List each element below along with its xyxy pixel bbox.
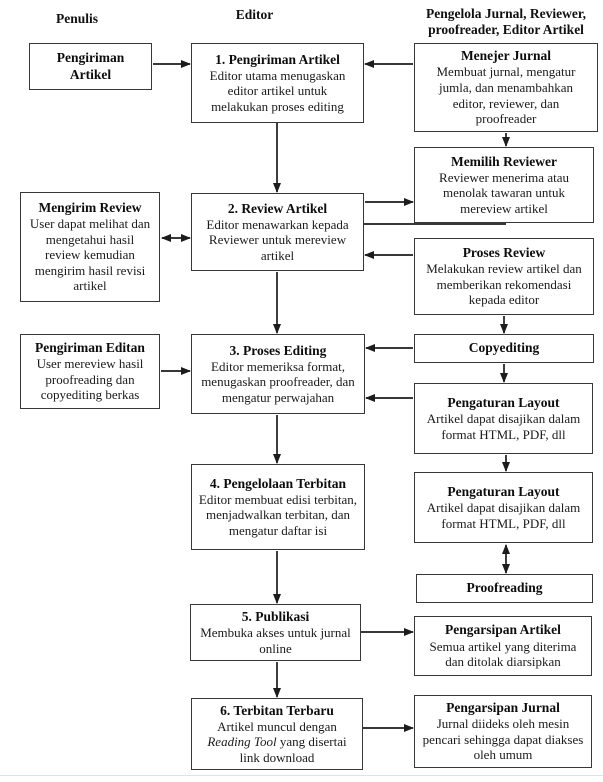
box-body: Editor memeriksa format, menugaskan proo… bbox=[201, 358, 355, 405]
box-mengirim-review: Mengirim Review User dapat melihat dan m… bbox=[20, 192, 160, 302]
box-title: Memilih Reviewer bbox=[450, 153, 558, 169]
box-title: 3. Proses Editing bbox=[229, 342, 327, 358]
box-body: Artikel muncul dengan Reading Tool yang … bbox=[207, 718, 347, 765]
box-title: Pengaturan Layout bbox=[447, 483, 560, 499]
box-body: Reviewer menerima atau menolak tawaran u… bbox=[439, 169, 569, 216]
column-header-pengelola: Pengelola Jurnal, Reviewer, proofreader,… bbox=[426, 6, 586, 38]
box-body: Editor menawarkan kepada Reviewer untuk … bbox=[206, 216, 349, 263]
box-body: Editor membuat edisi terbitan, menjadwal… bbox=[198, 491, 358, 538]
box-title: Menejer Jurnal bbox=[460, 48, 552, 64]
box-title: 1. Pengiriman Artikel bbox=[215, 51, 340, 67]
box-step3-proses-editing: 3. Proses Editing Editor memeriksa forma… bbox=[191, 334, 365, 414]
box-pengaturan-layout-2: Pengaturan Layout Artikel dapat disajika… bbox=[414, 472, 593, 543]
reading-tool-italic: Reading Tool bbox=[207, 734, 277, 750]
box-step2-review-artikel: 2. Review Artikel Editor menawarkan kepa… bbox=[191, 193, 364, 271]
box-proofreading: Proofreading bbox=[416, 574, 593, 603]
box-title: 2. Review Artikel bbox=[227, 200, 328, 216]
box-pengarsipan-artikel: Pengarsipan Artikel Semua artikel yang d… bbox=[414, 616, 592, 676]
box-body: Membuat jurnal, mengatur jumla, dan mena… bbox=[436, 64, 576, 127]
column-header-penulis: Penulis bbox=[55, 11, 98, 26]
box-title: Pengarsipan Jurnal bbox=[446, 700, 560, 716]
page-edge-line bbox=[0, 775, 603, 776]
box-title: Pengiriman Editan bbox=[35, 340, 145, 356]
box-step1-pengiriman-artikel: 1. Pengiriman Artikel Editor utama menug… bbox=[191, 43, 364, 123]
box-pengaturan-layout-1: Pengaturan Layout Artikel dapat disajika… bbox=[414, 383, 593, 454]
box-proses-review: Proses Review Melakukan review artikel d… bbox=[414, 238, 594, 315]
box-body: Artikel dapat disajikan dalam format HTM… bbox=[426, 500, 581, 531]
box-step6-terbitan-terbaru: 6. Terbitan Terbaru Artikel muncul denga… bbox=[191, 698, 363, 770]
box-step4-pengelolaan-terbitan: 4. Pengelolaan Terbitan Editor membuat e… bbox=[191, 464, 365, 550]
box-body: Melakukan review artikel dan memberikan … bbox=[426, 261, 582, 308]
box-title: 4. Pengelolaan Terbitan bbox=[209, 475, 347, 491]
box-title: Pengiriman Artikel bbox=[56, 50, 125, 82]
box-body: Membuka akses untuk jurnal online bbox=[200, 625, 351, 656]
box-body: Editor utama menugaskan editor artikel u… bbox=[209, 67, 346, 114]
box-title: Pengarsipan Artikel bbox=[445, 622, 561, 638]
box-body: Semua artikel yang diterima dan ditolak … bbox=[429, 638, 577, 670]
box-title: Mengirim Review bbox=[38, 199, 142, 215]
box-title: 5. Publikasi bbox=[241, 608, 310, 624]
box-title: Proses Review bbox=[462, 245, 546, 261]
box-body: Artikel dapat disajikan dalam format HTM… bbox=[426, 411, 581, 442]
box-title: Pengaturan Layout bbox=[447, 394, 560, 410]
column-header-editor: Editor bbox=[235, 7, 274, 22]
box-copyediting: Copyediting bbox=[414, 334, 594, 363]
box-body: User mereview hasil proofreading dan cop… bbox=[36, 356, 144, 403]
box-menejer-jurnal: Menejer Jurnal Membuat jurnal, mengatur … bbox=[414, 43, 598, 132]
box-step5-publikasi: 5. Publikasi Membuka akses untuk jurnal … bbox=[190, 604, 361, 661]
box-pengarsipan-jurnal: Pengarsipan Jurnal Jurnal diideks oleh m… bbox=[414, 695, 592, 768]
box-memilih-reviewer: Memilih Reviewer Reviewer menerima atau … bbox=[414, 147, 594, 223]
box-pengiriman-editan: Pengiriman Editan User mereview hasil pr… bbox=[20, 334, 160, 409]
box-body: Jurnal diideks oleh mesin pencari sehing… bbox=[422, 716, 584, 763]
box-pengiriman-artikel: Pengiriman Artikel bbox=[29, 43, 152, 90]
box-title: Copyediting bbox=[468, 340, 540, 356]
box-title: 6. Terbitan Terbaru bbox=[220, 702, 334, 718]
box-body: User dapat melihat dan mengetahui hasil … bbox=[29, 216, 151, 294]
box-title: Proofreading bbox=[466, 580, 543, 596]
